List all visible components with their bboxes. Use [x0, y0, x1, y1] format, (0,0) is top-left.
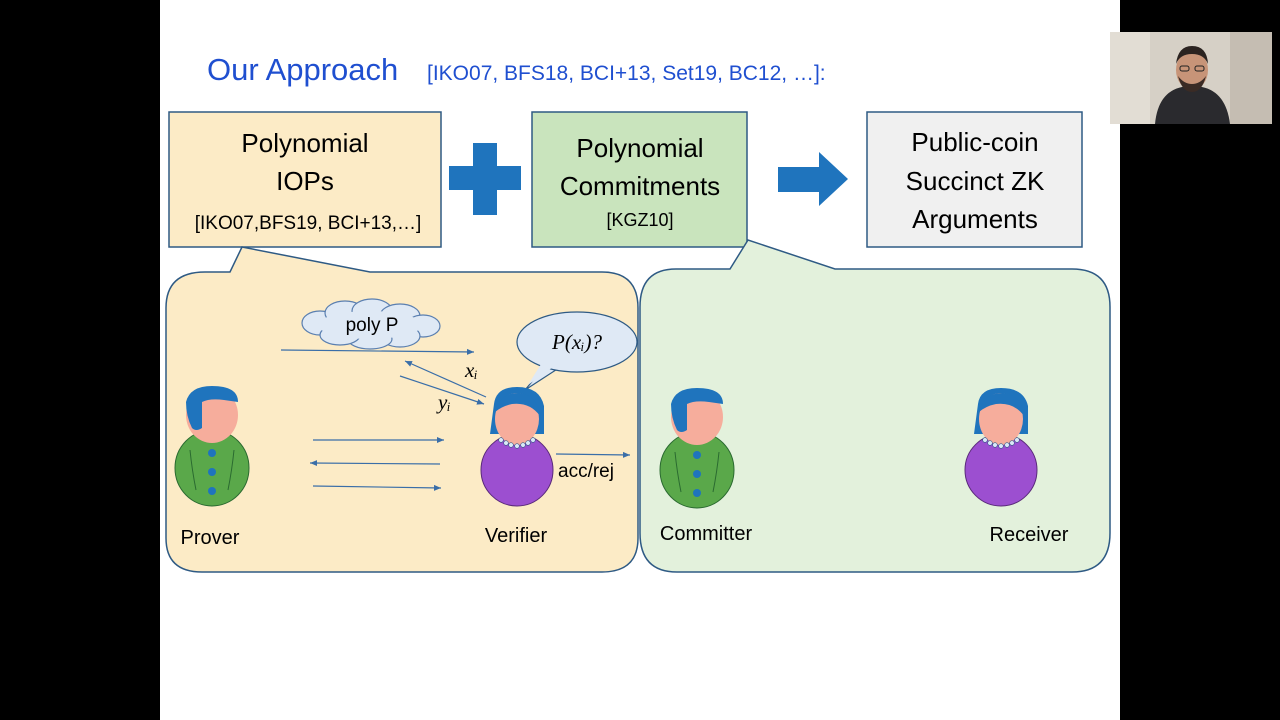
right-arrow-icon — [778, 152, 848, 206]
result-box-line2: Succinct ZK — [906, 166, 1045, 196]
prover-person-icon — [174, 386, 250, 507]
message-arrows — [280, 348, 631, 491]
committer-person-icon — [659, 388, 735, 509]
webcam-thumbnail — [1110, 32, 1272, 124]
arrow-prover-to-verifier-yi — [399, 375, 485, 405]
arrow-prover-to-verifier-1 — [280, 348, 475, 355]
committer-label: Committer — [660, 523, 753, 545]
arrow-verifier-to-prover-xi — [404, 360, 487, 398]
iop-box-refs: [IKO07,BFS19, BCI+13,…] — [195, 213, 422, 234]
result-box — [866, 111, 1083, 248]
cloud-label: poly P — [346, 315, 399, 336]
slide: Our Approach [IKO07, BFS18, BCI+13, Set1… — [160, 0, 1120, 720]
iop-box-line2: IOPs — [276, 166, 334, 196]
commitments-box — [531, 111, 748, 248]
verifier-label: Verifier — [485, 525, 548, 547]
prover-label: Prover — [181, 527, 240, 549]
iop-box — [168, 111, 442, 248]
bubble-label: P(xᵢ)? — [551, 330, 602, 354]
result-box-line1: Public-coin — [911, 127, 1038, 157]
receiver-person-icon — [964, 388, 1038, 507]
diagram: Our Approach [IKO07, BFS18, BCI+13, Set1… — [165, 52, 1111, 573]
arrow-verifier-to-prover-3 — [309, 460, 441, 467]
verifier-person-icon — [480, 387, 554, 507]
arrow-prover-to-verifier-4 — [312, 484, 442, 491]
decision-label: acc/rej — [558, 461, 614, 482]
yi-label: yᵢ — [436, 390, 451, 414]
webcam-presenter-icon — [1110, 32, 1272, 124]
cloud-center — [318, 311, 422, 339]
plus-icon — [449, 143, 521, 215]
xi-label: xᵢ — [464, 358, 478, 382]
speech-bubble — [516, 311, 638, 391]
iop-box-line1: Polynomial — [241, 128, 368, 158]
arrow-verifier-decision — [555, 451, 631, 458]
commitments-box-line1: Polynomial — [576, 133, 703, 163]
commitments-box-refs: [KGZ10] — [606, 210, 673, 230]
commitments-box-line2: Commitments — [560, 171, 720, 201]
result-box-line3: Arguments — [912, 204, 1038, 234]
slide-title: Our Approach — [207, 52, 398, 87]
receiver-label: Receiver — [990, 524, 1069, 546]
slide-title-refs: [IKO07, BFS18, BCI+13, Set19, BC12, …]: — [427, 62, 826, 85]
